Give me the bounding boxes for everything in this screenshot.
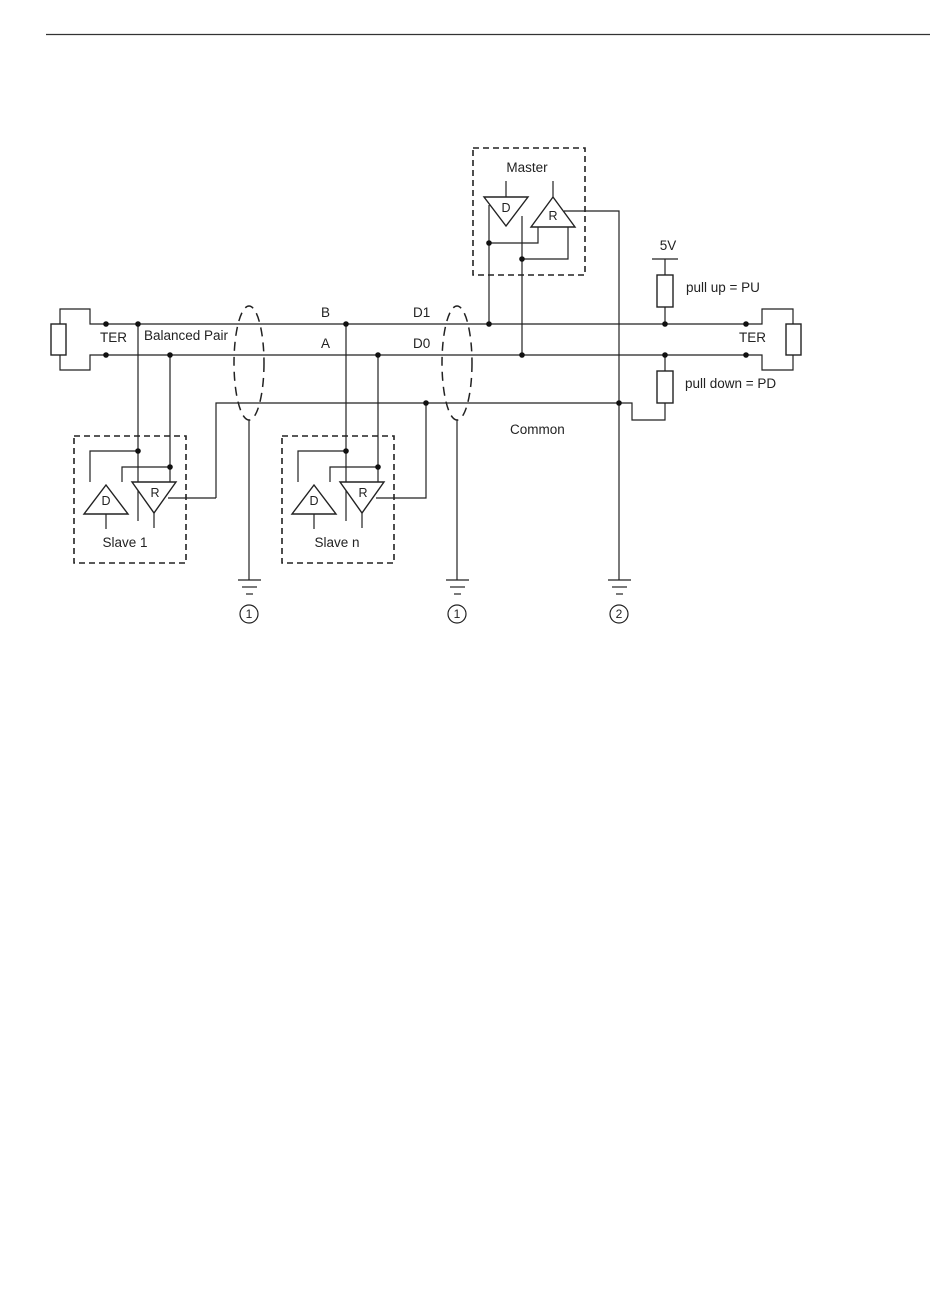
line-a-label: A <box>321 336 330 351</box>
master-node <box>473 148 619 580</box>
left-terminator <box>51 309 106 370</box>
slave-n-driver-letter: D <box>309 494 318 508</box>
ground-left-number: 1 <box>246 607 253 621</box>
pull-down-resistor <box>657 371 673 403</box>
pull-down-label: pull down = PD <box>685 376 776 391</box>
slave-1-label: Slave 1 <box>102 535 147 550</box>
supply-label: 5V <box>660 238 677 253</box>
slave-1-driver-letter: D <box>101 494 110 508</box>
slave-n-receiver-letter: R <box>358 486 367 500</box>
ground-middle-number: 1 <box>454 607 461 621</box>
ter-right-label: TER <box>739 330 766 345</box>
termination-resistor-right <box>786 324 801 355</box>
slave-1-node <box>74 324 216 563</box>
slave-n-label: Slave n <box>314 535 359 550</box>
termination-resistor-left <box>51 324 66 355</box>
pull-up-resistor <box>657 275 673 307</box>
balanced-pair-label: Balanced Pair <box>144 328 229 343</box>
master-label: Master <box>506 160 548 175</box>
ground-right-number: 2 <box>616 607 623 621</box>
common-line <box>216 403 619 498</box>
bias-network <box>652 259 678 403</box>
master-driver-letter: D <box>501 201 510 215</box>
common-label: Common <box>510 422 565 437</box>
slave-n-node <box>282 324 426 563</box>
pull-down-return <box>619 403 665 420</box>
line-d0-label: D0 <box>413 336 430 351</box>
pull-up-label: pull up = PU <box>686 280 760 295</box>
master-receiver-letter: R <box>548 209 557 223</box>
slave-1-receiver-letter: R <box>150 486 159 500</box>
line-d1-label: D1 <box>413 305 430 320</box>
ter-left-label: TER <box>100 330 127 345</box>
line-b-label: B <box>321 305 330 320</box>
